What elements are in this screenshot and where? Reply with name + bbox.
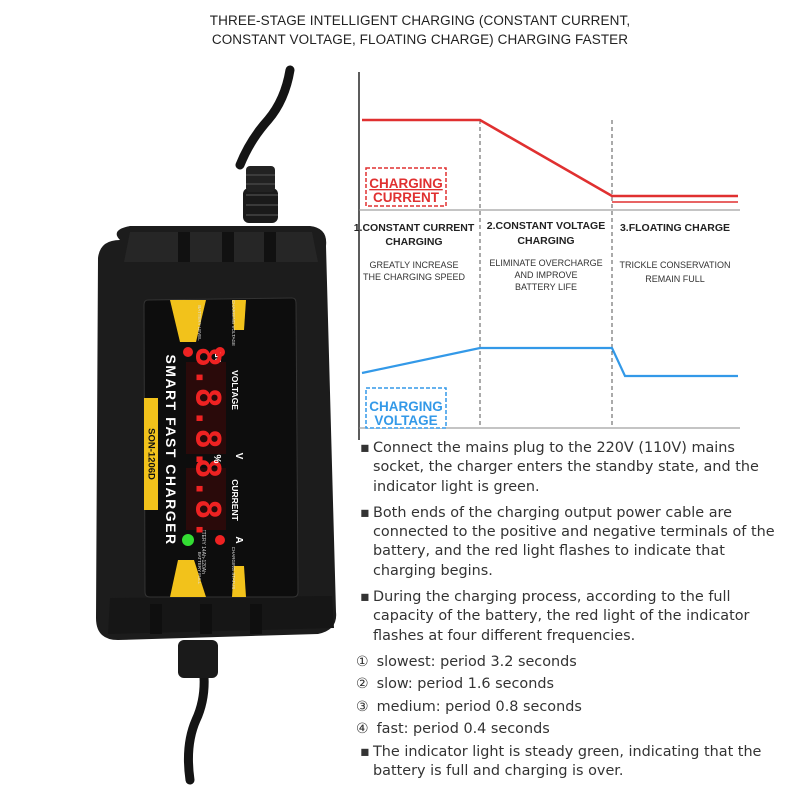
circled-one-icon: ①	[356, 653, 369, 670]
period-item-1: ① slowest: period 3.2 seconds	[356, 653, 776, 672]
instruction-3-text: During the charging process, according t…	[373, 589, 750, 644]
charging-curves: CHARGING CURRENT CHARGING VOLTAGE 1.CONS…	[354, 72, 740, 440]
panel-accent-top	[170, 300, 206, 342]
bullet-icon: ▪	[360, 440, 370, 456]
instructions: ▪ Connect the mains plug to the 220V (11…	[356, 439, 776, 789]
stage-3: 3.FLOATING CHARGE TRICKLE CONSERVATION R…	[619, 222, 730, 284]
voltage-label-text: VOLTAGE	[230, 370, 240, 410]
stage-2: 2.CONSTANT VOLTAGE CHARGING ELIMINATE OV…	[487, 220, 605, 292]
period-4-text: fast: period 0.4 seconds	[376, 720, 550, 737]
led-charging-voltage	[215, 347, 225, 357]
ind-charging-status: CHARGING STATUS	[231, 547, 236, 590]
unit-v: V	[233, 453, 244, 460]
stage-3-title-1: 3.FLOATING CHARGE	[620, 222, 730, 234]
period-2-text: slow: period 1.6 seconds	[376, 676, 554, 693]
power-cable	[235, 65, 295, 170]
current-curve	[362, 118, 738, 198]
period-1-text: slowest: period 3.2 seconds	[376, 653, 577, 670]
bullet-icon: ▪	[360, 504, 370, 521]
period-item-3: ③ medium: period 0.8 seconds	[356, 698, 776, 717]
charging-voltage-label: CHARGING VOLTAGE	[365, 387, 447, 429]
stage-3-desc-1: TRICKLE CONSERVATION	[619, 260, 730, 270]
charging-current-label: CHARGING CURRENT	[365, 167, 447, 207]
instruction-1-text: Connect the mains plug to the 220V (110V…	[373, 440, 759, 495]
instruction-2-text: Both ends of the charging output power c…	[373, 504, 775, 579]
current-label-text: CURRENT	[230, 479, 240, 521]
current-label-2: CURRENT	[373, 190, 440, 205]
current-digits: 8.8.	[188, 458, 228, 540]
stage-1: 1.CONSTANT CURRENT CHARGING GREATLY INCR…	[354, 222, 475, 282]
brand-name: SMART FAST CHARGER	[163, 354, 179, 545]
ind-battery-full: BATTERY FULL	[197, 552, 202, 585]
instruction-4: ▪ The indicator light is steady green, i…	[356, 743, 776, 782]
period-item-2: ② slow: period 1.6 seconds	[356, 675, 776, 694]
current-label-1: CHARGING	[369, 176, 443, 191]
stage-3-desc-2: REMAIN FULL	[645, 274, 705, 284]
bullet-icon: ▪	[360, 744, 370, 761]
charger-device: VOLTAGE VOLTAGE CURRENT SMART FAST CHARG…	[96, 65, 337, 785]
circled-four-icon: ④	[356, 720, 369, 737]
stage-2-title-2: CHARGING	[517, 235, 574, 247]
bullet-icon: ▪	[360, 589, 370, 606]
circled-two-icon: ②	[356, 676, 369, 693]
instruction-4-text: The indicator light is steady green, ind…	[373, 744, 762, 780]
voltage-label-1: CHARGING	[369, 399, 443, 414]
instruction-1: ▪ Connect the mains plug to the 220V (11…	[356, 439, 776, 497]
voltage-label-2: VOLTAGE	[374, 413, 437, 428]
led-battery-level	[183, 347, 193, 357]
period-item-4: ④ fast: period 0.4 seconds	[356, 720, 776, 739]
unit-pct: %	[211, 455, 222, 464]
voltage-display	[186, 362, 226, 454]
stage-2-desc-3: BATTERY LIFE	[515, 282, 577, 292]
circled-three-icon: ③	[356, 698, 369, 715]
headline-line-2: CONSTANT VOLTAGE, FLOATING CHARGE) CHARG…	[211, 32, 629, 47]
led-battery-full	[182, 534, 194, 546]
model-number: SON-1206D	[145, 428, 156, 480]
voltage-digits: 8.8.8.	[188, 347, 228, 470]
stage-2-title-1: 2.CONSTANT VOLTAGE	[487, 220, 605, 232]
headline-line-1: THREE-STAGE INTELLIGENT CHARGING (CONSTA…	[209, 13, 631, 28]
voltage-curve	[361, 346, 738, 378]
stage-2-desc-1: ELIMINATE OVERCHARGE	[489, 258, 602, 268]
cable-strain-relief-bottom	[178, 640, 218, 678]
ind-battery-level: BATTERY LEVEL	[197, 305, 202, 341]
instruction-2: ▪ Both ends of the charging output power…	[356, 504, 776, 581]
adaptive-subtitle: ADAPTIVE BATTERY 14Ah-120Ah	[200, 496, 206, 574]
stage-1-title-2: CHARGING	[385, 236, 442, 248]
stage-1-desc-2: THE CHARGING SPEED	[363, 272, 466, 282]
stage-1-title-1: 1.CONSTANT CURRENT	[354, 222, 475, 234]
instruction-3: ▪ During the charging process, according…	[356, 588, 776, 646]
period-3-text: medium: period 0.8 seconds	[376, 698, 582, 715]
model-badge: SON-1206D	[144, 398, 158, 510]
panel-accent-bottom	[170, 560, 206, 597]
current-display	[186, 468, 226, 530]
led-charging-status	[215, 535, 225, 545]
unit-a: A	[233, 536, 244, 543]
ind-charging-voltage: CHARGING VOLTAGE	[231, 300, 236, 346]
stage-1-desc-1: GREATLY INCREASE	[369, 260, 458, 270]
stage-2-desc-2: AND IMPROVE	[514, 270, 577, 280]
